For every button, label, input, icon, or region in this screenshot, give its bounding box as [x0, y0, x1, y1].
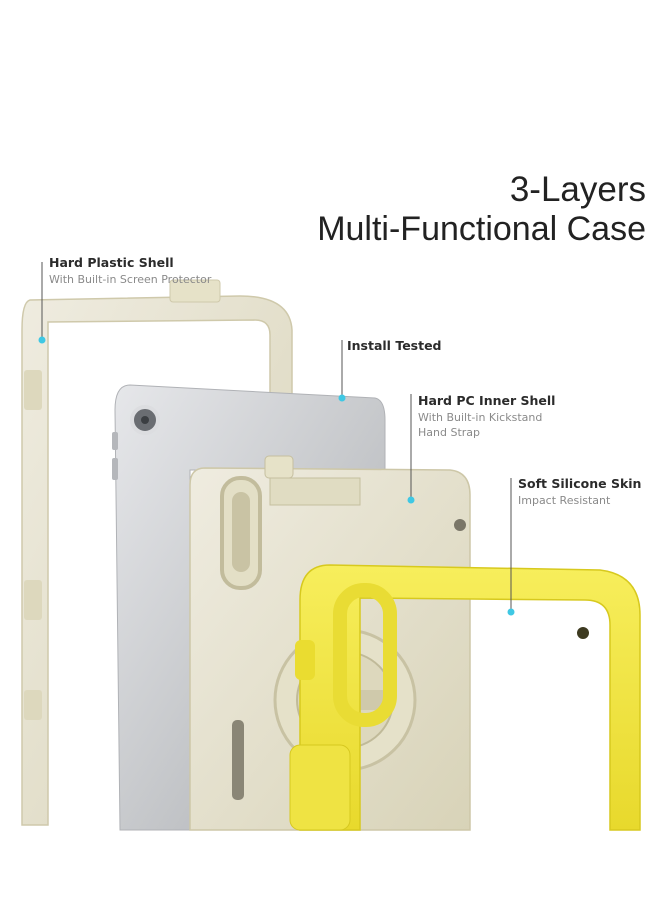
callout-install-tested: Install Tested [347, 338, 442, 353]
callout-subtitle-line-2: Hand Strap [418, 425, 481, 439]
headline-line-2: Multi-Functional Case [317, 210, 646, 249]
hard-plastic-shell [21, 279, 293, 826]
callout-title: Soft Silicone Skin [518, 476, 642, 491]
callout-dot [407, 496, 415, 504]
callout-hard-plastic-shell: Hard Plastic Shell With Built-in Screen … [49, 255, 211, 288]
callout-hard-pc-inner-shell: Hard PC Inner Shell With Built-in Kickst… [418, 393, 555, 441]
callout-title: Hard PC Inner Shell [418, 393, 556, 408]
callout-soft-silicone-skin: Soft Silicone Skin Impact Resistant [518, 476, 641, 509]
callout-dot [338, 394, 346, 402]
callout-dot [38, 336, 46, 344]
tablet [112, 384, 386, 831]
callout-subtitle-line-1: With Built-in Kickstand [418, 411, 543, 424]
callout-title: Install Tested [347, 338, 442, 353]
headline: 3-Layers Multi-Functional Case [317, 170, 646, 249]
callout-leader-lines [38, 262, 515, 616]
callout-subtitle: With Built-in Screen Protector [49, 273, 212, 286]
callout-subtitle: With Built-in Kickstand Hand Strap [418, 411, 555, 441]
soft-silicone-skin [289, 564, 641, 831]
callout-title: Hard Plastic Shell [49, 255, 174, 270]
callout-subtitle: Impact Resistant [518, 494, 611, 507]
callout-dot [507, 608, 515, 616]
headline-line-1: 3-Layers [509, 170, 646, 209]
